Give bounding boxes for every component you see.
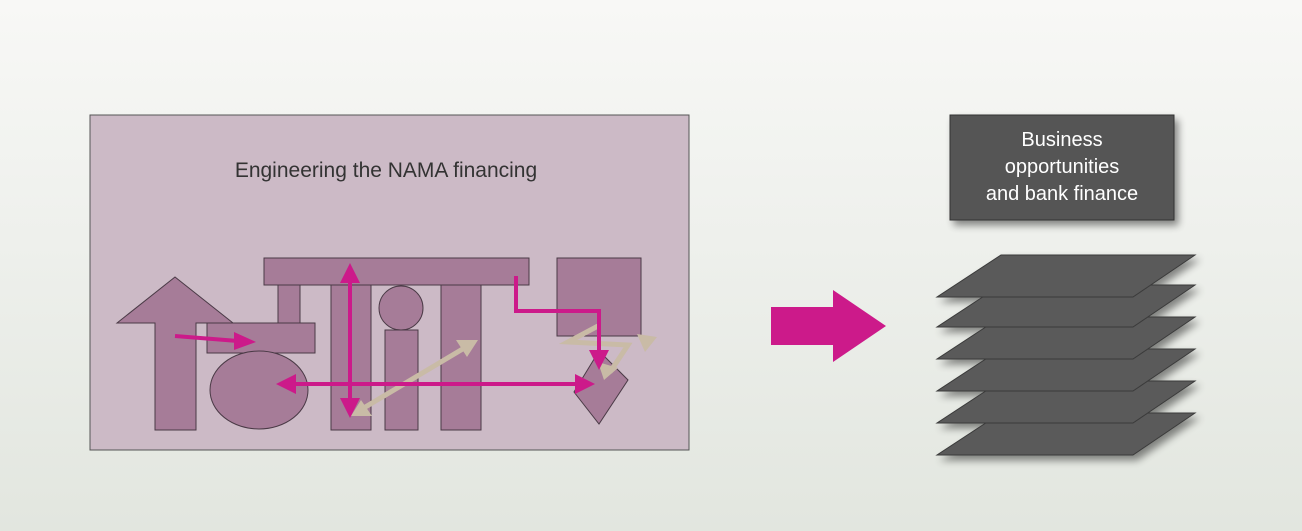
business-box (949, 114, 1175, 221)
magenta-elbow-arrowhead (589, 350, 609, 370)
engineering-panel: Engineering the NAMA financing (89, 114, 690, 451)
beige-diagonal-arrowhead-top (456, 340, 478, 357)
cross-bar-block (206, 322, 316, 354)
round-head-block (378, 285, 424, 331)
beige-diagonal-arrow-line (355, 344, 468, 415)
beige-diagonal-arrowhead-bottom (351, 400, 372, 416)
layer-stack (935, 254, 1197, 456)
business-box-line-1: Business (1021, 129, 1102, 151)
magenta-arrows (174, 263, 609, 418)
magenta-horizontal-arrowhead-left (276, 374, 296, 394)
magenta-vertical-arrowhead-up (340, 263, 360, 283)
magenta-horizontal-arrowhead-right (575, 374, 595, 394)
business-box-background (949, 114, 1175, 221)
magenta-elbow-arrow-line (514, 276, 601, 352)
stack-layer-1 (935, 254, 1197, 298)
beige-zigzag-arrowhead (598, 362, 618, 380)
business-box-line-3: and bank finance (986, 183, 1138, 205)
beige-zigzag-arrowhead-right (637, 334, 657, 352)
panel-title: Engineering the NAMA financing (235, 159, 537, 182)
magenta-small-arrow-line (174, 334, 239, 343)
magenta-small-arrowhead (234, 332, 256, 350)
top-beam-block (263, 257, 530, 286)
up-arrow-block (115, 276, 235, 431)
small-post-block (277, 284, 301, 324)
business-box-line-2: opportunities (1005, 156, 1120, 178)
transition-arrow (771, 290, 886, 362)
magenta-vertical-arrowhead-down (340, 398, 360, 418)
ellipse-block (209, 350, 309, 430)
